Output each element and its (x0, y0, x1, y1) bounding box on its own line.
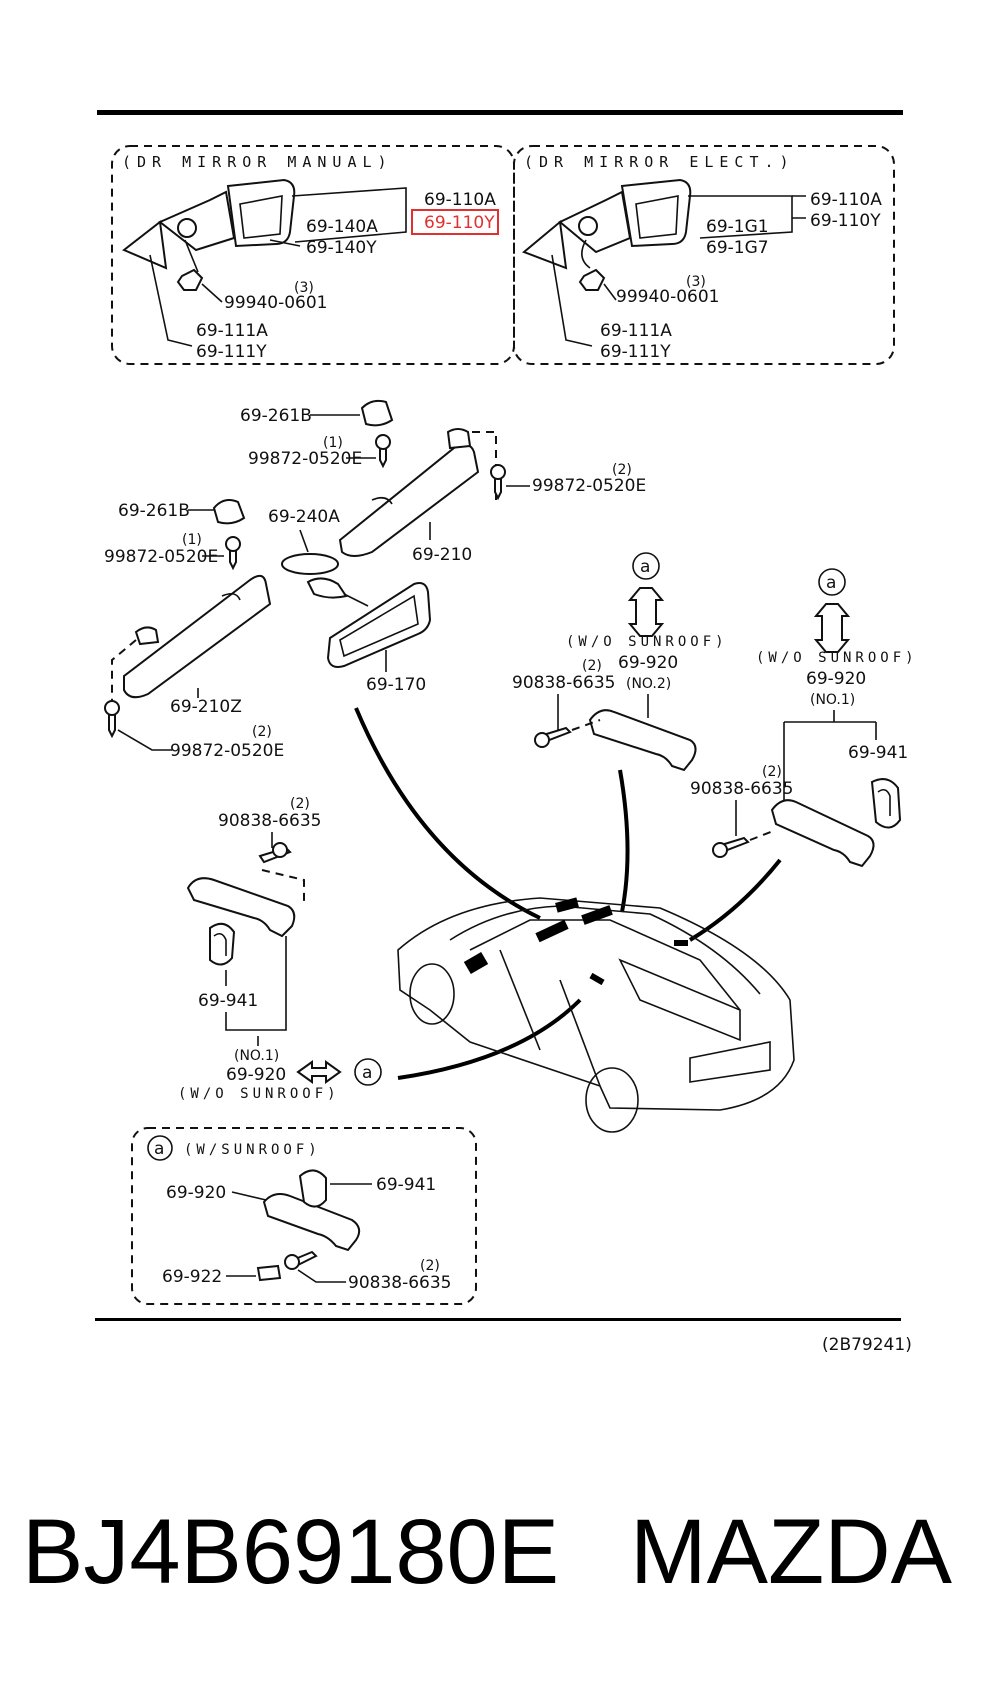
marker-a-4: a (154, 1139, 164, 1159)
elect-mirror-section: (DR MIRROR ELECT.) 69-110A 69-110Y 69-1G… (522, 153, 882, 362)
bottom-rule (95, 1318, 901, 1321)
label-69-922: 69-922 (162, 1267, 222, 1287)
qty-3-manual: (3) (294, 280, 314, 296)
label-69-110A-elect: 69-110A (810, 190, 882, 210)
label-90838-6635-g1: 90838-6635 (512, 673, 615, 693)
label-99940-0601-elect: 99940-0601 (616, 287, 719, 307)
sunroof-header: (W/SUNROOF) (184, 1142, 321, 1158)
label-69-261B-top: 69-261B (240, 406, 312, 426)
label-90838-6635-g3: 90838-6635 (218, 811, 321, 831)
label-69-170: 69-170 (366, 675, 426, 695)
label-69-240A: 69-240A (268, 507, 340, 527)
manual-mirror-header: (DR MIRROR MANUAL) (122, 153, 393, 171)
highlight-box (411, 209, 499, 235)
label-69-1G1: 69-1G1 (706, 217, 769, 237)
label-69-210Z: 69-210Z (170, 697, 242, 717)
part-number: BJ4B69180E (22, 1501, 560, 1603)
mirror-panels: (DR MIRROR MANUAL) 69-110A 69-110Y 69-14… (111, 145, 895, 365)
label-99872-0520E-d: 99872-0520E (170, 741, 284, 761)
label-69-140Y: 69-140Y (306, 238, 377, 258)
label-no2: (NO.2) (626, 676, 671, 692)
label-69-111Y-elect: 69-111Y (600, 342, 671, 362)
label-69-1G7: 69-1G7 (706, 238, 769, 258)
label-69-110A-manual: 69-110A (424, 190, 496, 210)
qty-1-a: (1) (323, 435, 343, 451)
qty-3-elect: (3) (686, 274, 706, 290)
manual-mirror-section: (DR MIRROR MANUAL) 69-110A 69-110Y 69-14… (122, 153, 499, 362)
label-no1-left: (NO.1) (234, 1048, 279, 1064)
qty-2-g3: (2) (290, 796, 310, 812)
car-illustration (354, 707, 795, 1133)
qty-2-sunroof: (2) (420, 1258, 440, 1274)
label-no1-right: (NO.1) (810, 692, 855, 708)
label-69-140A: 69-140A (306, 217, 378, 237)
label-69-111A-manual: 69-111A (196, 321, 268, 341)
label-99940-0601-manual: 99940-0601 (224, 293, 327, 313)
label-69-920-no1-right: 69-920 (806, 669, 866, 689)
diagram-reference: (2B79241) (822, 1335, 912, 1355)
interior-visor-section: 69-261B (1) 99872-0520E (2) 99872-0520E … (104, 399, 646, 761)
label-69-210: 69-210 (412, 545, 472, 565)
label-69-111A-elect: 69-111A (600, 321, 672, 341)
label-90838-6635-g2: 90838-6635 (690, 779, 793, 799)
wo-sunroof-label-2: (W/O SUNROOF) (756, 650, 918, 666)
label-99872-0520E-c: 99872-0520E (104, 547, 218, 567)
brand-name: MAZDA (630, 1501, 952, 1603)
footer: BJ4B69180E MAZDA (0, 1500, 991, 1650)
label-69-261B-left: 69-261B (118, 501, 190, 521)
label-99872-0520E-a: 99872-0520E (248, 449, 362, 469)
marker-a-3: a (362, 1063, 372, 1083)
label-69-111Y-manual: 69-111Y (196, 342, 267, 362)
top-rule (97, 110, 903, 115)
qty-1-b: (1) (182, 532, 202, 548)
marker-a-1: a (640, 557, 650, 577)
wo-sunroof-label-3: (W/O SUNROOF) (178, 1086, 340, 1102)
label-69-110Y-elect: 69-110Y (810, 211, 881, 231)
wo-sunroof-label-1: (W/O SUNROOF) (566, 634, 728, 650)
qty-2-g1: (2) (582, 658, 602, 674)
label-69-920-no1-left: 69-920 (226, 1065, 286, 1085)
label-99872-0520E-b: 99872-0520E (532, 476, 646, 496)
qty-2-a: (2) (612, 462, 632, 478)
sunroof-section: a (W/SUNROOF) 69-920 69-941 69-922 (2) 9… (131, 1127, 477, 1305)
grips-section: a (W/O SUNROOF) 69-920 (NO.2) (2) 90838-… (178, 552, 918, 1102)
label-69-110Y-manual: 69-110Y (424, 213, 495, 233)
qty-2-g2: (2) (762, 764, 782, 780)
label-69-920-no2: 69-920 (618, 653, 678, 673)
elect-mirror-header: (DR MIRROR ELECT.) (524, 153, 795, 171)
label-69-941-right: 69-941 (848, 743, 908, 763)
label-69-941-left: 69-941 (198, 991, 258, 1011)
label-69-920-sunroof: 69-920 (166, 1183, 226, 1203)
label-90838-6635-sunroof: 90838-6635 (348, 1273, 451, 1293)
label-69-941-sunroof: 69-941 (376, 1175, 436, 1195)
marker-a-2: a (826, 573, 836, 593)
qty-2-b: (2) (252, 724, 272, 740)
